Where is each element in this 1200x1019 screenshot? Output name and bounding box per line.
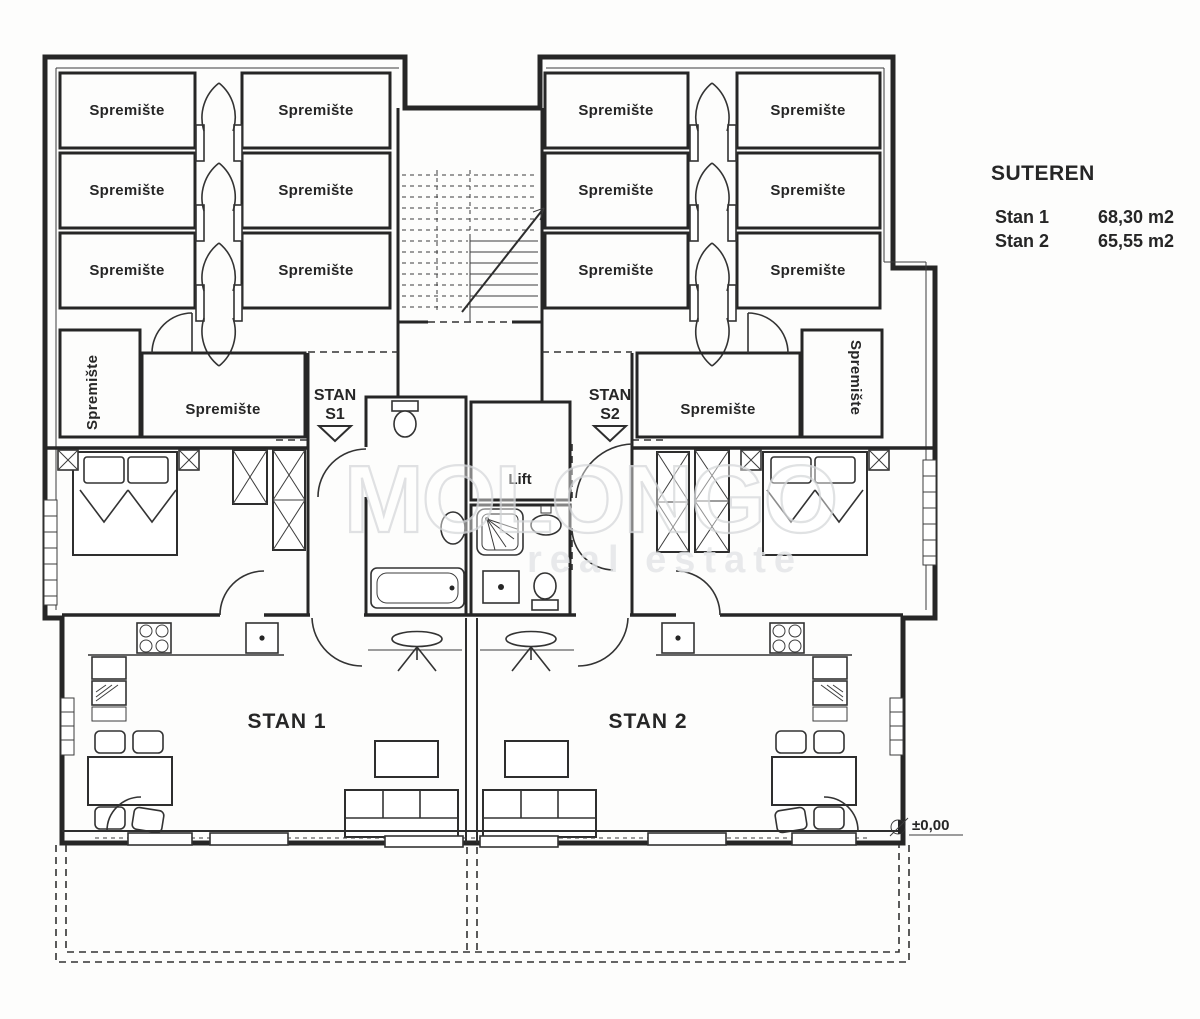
storage-room-label: Spremište	[770, 182, 845, 199]
sofa	[344, 789, 459, 838]
storage-room-label: Spremište	[578, 262, 653, 279]
bathtub	[370, 567, 465, 609]
legend-unit-2-area: 65,55 m2	[1098, 231, 1174, 251]
wardrobe	[656, 451, 690, 553]
cooktop-unit	[661, 622, 695, 654]
window	[889, 697, 904, 756]
storage-room-label: Spremište	[185, 401, 260, 418]
coffee-table	[374, 740, 439, 778]
elevation-label: ±0,00	[912, 817, 949, 834]
entrance-s1-label-line1: STAN	[314, 387, 356, 404]
apartment-stan-1: STAN 1	[87, 622, 459, 838]
storage-room-label: Spremište	[278, 102, 353, 119]
nightstand	[740, 449, 762, 471]
storage-room-label: Spremište	[278, 182, 353, 199]
storage-room-label: Spremište	[578, 102, 653, 119]
toilet	[531, 572, 559, 611]
nightstand	[57, 449, 79, 471]
watermark-subtext: real estate	[527, 539, 803, 581]
entrance-s1-label-line2: S1	[325, 406, 345, 423]
storage-room-label: Spremište	[278, 262, 353, 279]
legend: SUTEREN Stan 1 68,30 m2 Stan 2 65,55 m2	[991, 162, 1174, 251]
window	[60, 697, 75, 756]
storage-doors-left	[195, 82, 243, 367]
entrance-s2-arrow-icon	[591, 425, 629, 443]
dining-table	[87, 730, 173, 834]
dining-table	[771, 730, 857, 834]
washbasin	[440, 511, 466, 545]
kitchen-sink	[91, 656, 127, 722]
kitchen-sink	[812, 656, 848, 722]
apartment-2-label: STAN 2	[608, 710, 687, 733]
storage-room-label: Spremište	[89, 182, 164, 199]
storage-block-left: Spremište Spremište Spremište Spremište …	[58, 71, 392, 367]
shower	[476, 508, 524, 556]
window	[922, 459, 937, 566]
storage-room-label: Spremište	[578, 182, 653, 199]
entrance-s2-label-line2: S2	[600, 406, 620, 423]
legend-title: SUTEREN	[991, 162, 1095, 185]
wardrobe	[232, 449, 268, 505]
bathroom-2-fixtures	[476, 505, 562, 611]
storage-room-label: Spremište	[770, 102, 845, 119]
storage-room-label: Spremište	[770, 262, 845, 279]
apartment-stan-2: STAN 2	[482, 622, 857, 838]
legend-unit-1-area: 68,30 m2	[1098, 207, 1174, 227]
lift-label: Lift	[508, 471, 531, 488]
stove	[769, 622, 805, 654]
bedroom-left	[57, 449, 306, 556]
wardrobe	[694, 449, 730, 553]
toilet	[391, 400, 419, 438]
floor-lamp-icon	[505, 630, 557, 672]
storage-block-right: Spremište Spremište Spremište Spremište …	[543, 71, 882, 367]
storage-room-label: Spremište	[89, 262, 164, 279]
storage-room-label: Spremište	[89, 102, 164, 119]
washing-machine	[482, 570, 520, 604]
stairwell	[308, 108, 632, 402]
wardrobe	[272, 449, 306, 551]
nightstand	[868, 449, 890, 471]
storage-room-label-vertical: Spremište	[84, 355, 101, 430]
cooktop-unit	[245, 622, 279, 654]
entrance-s1-arrow-icon	[316, 425, 354, 443]
storage-room-label-vertical: Spremište	[847, 340, 864, 415]
entrance-s2: STAN S2	[589, 387, 631, 443]
sofa	[482, 789, 597, 838]
legend-unit-1-label: Stan 1	[995, 207, 1049, 227]
stove	[136, 622, 172, 654]
storage-doors-right	[689, 82, 737, 367]
nightstand	[178, 449, 200, 471]
elevation-marker: ±0,00	[889, 817, 963, 837]
watermark-text: MOLONGO	[344, 446, 837, 553]
building-outline	[42, 54, 938, 846]
core-walls: Lift	[45, 353, 935, 667]
coffee-table	[504, 740, 569, 778]
bed	[762, 451, 868, 556]
floor-lamp-icon	[391, 630, 443, 672]
storage-room-label: Spremište	[680, 401, 755, 418]
legend-unit-2-label: Stan 2	[995, 231, 1049, 251]
middle-band: Spremište Spremište Spremište Spremište …	[58, 312, 884, 443]
stair-treads	[402, 170, 545, 322]
facade-openings	[62, 796, 903, 848]
bathroom-1-fixtures	[370, 400, 466, 609]
washbasin	[530, 505, 562, 536]
bedroom-right	[656, 449, 890, 556]
entrance-s2-label-line1: STAN	[589, 387, 631, 404]
kitchen	[88, 622, 284, 722]
bed	[72, 451, 178, 556]
window	[43, 499, 58, 606]
watermark: MOLONGO real estate	[343, 445, 840, 581]
terrace-outline	[55, 845, 910, 963]
kitchen	[656, 622, 852, 722]
apartment-1-label: STAN 1	[247, 710, 326, 733]
entrance-s1: STAN S1	[314, 387, 356, 443]
